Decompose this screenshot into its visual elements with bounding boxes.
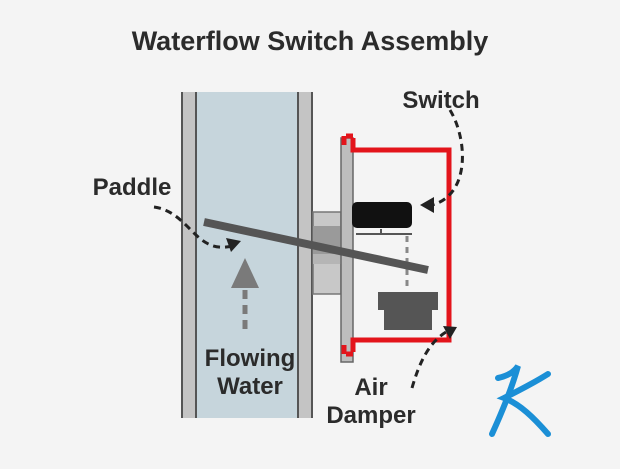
paddle-label: Paddle: [93, 174, 172, 201]
air-damper: [378, 292, 438, 330]
pipe-water: [182, 92, 312, 418]
switch-body: [352, 202, 412, 228]
air-damper-label-line1: Air: [354, 374, 387, 401]
switch-label: Switch: [402, 87, 479, 114]
flowing-water-label-line2: Water: [217, 373, 283, 400]
flow-arrow: [231, 258, 259, 333]
pipe: [181, 92, 313, 418]
k-logo: [489, 364, 551, 437]
air-damper-leader: [410, 330, 447, 389]
flowing-water-label-line1: Flowing: [205, 345, 296, 372]
switch-leader: [431, 109, 464, 207]
paddle: [203, 218, 429, 274]
diagram-title: Waterflow Switch Assembly: [132, 26, 489, 56]
air-damper-label-line2: Damper: [326, 402, 415, 429]
pipe-wall-left: [182, 92, 196, 418]
pipe-wall-right: [298, 92, 312, 418]
leader-lines: [153, 109, 464, 389]
switch-housing: [350, 138, 452, 352]
